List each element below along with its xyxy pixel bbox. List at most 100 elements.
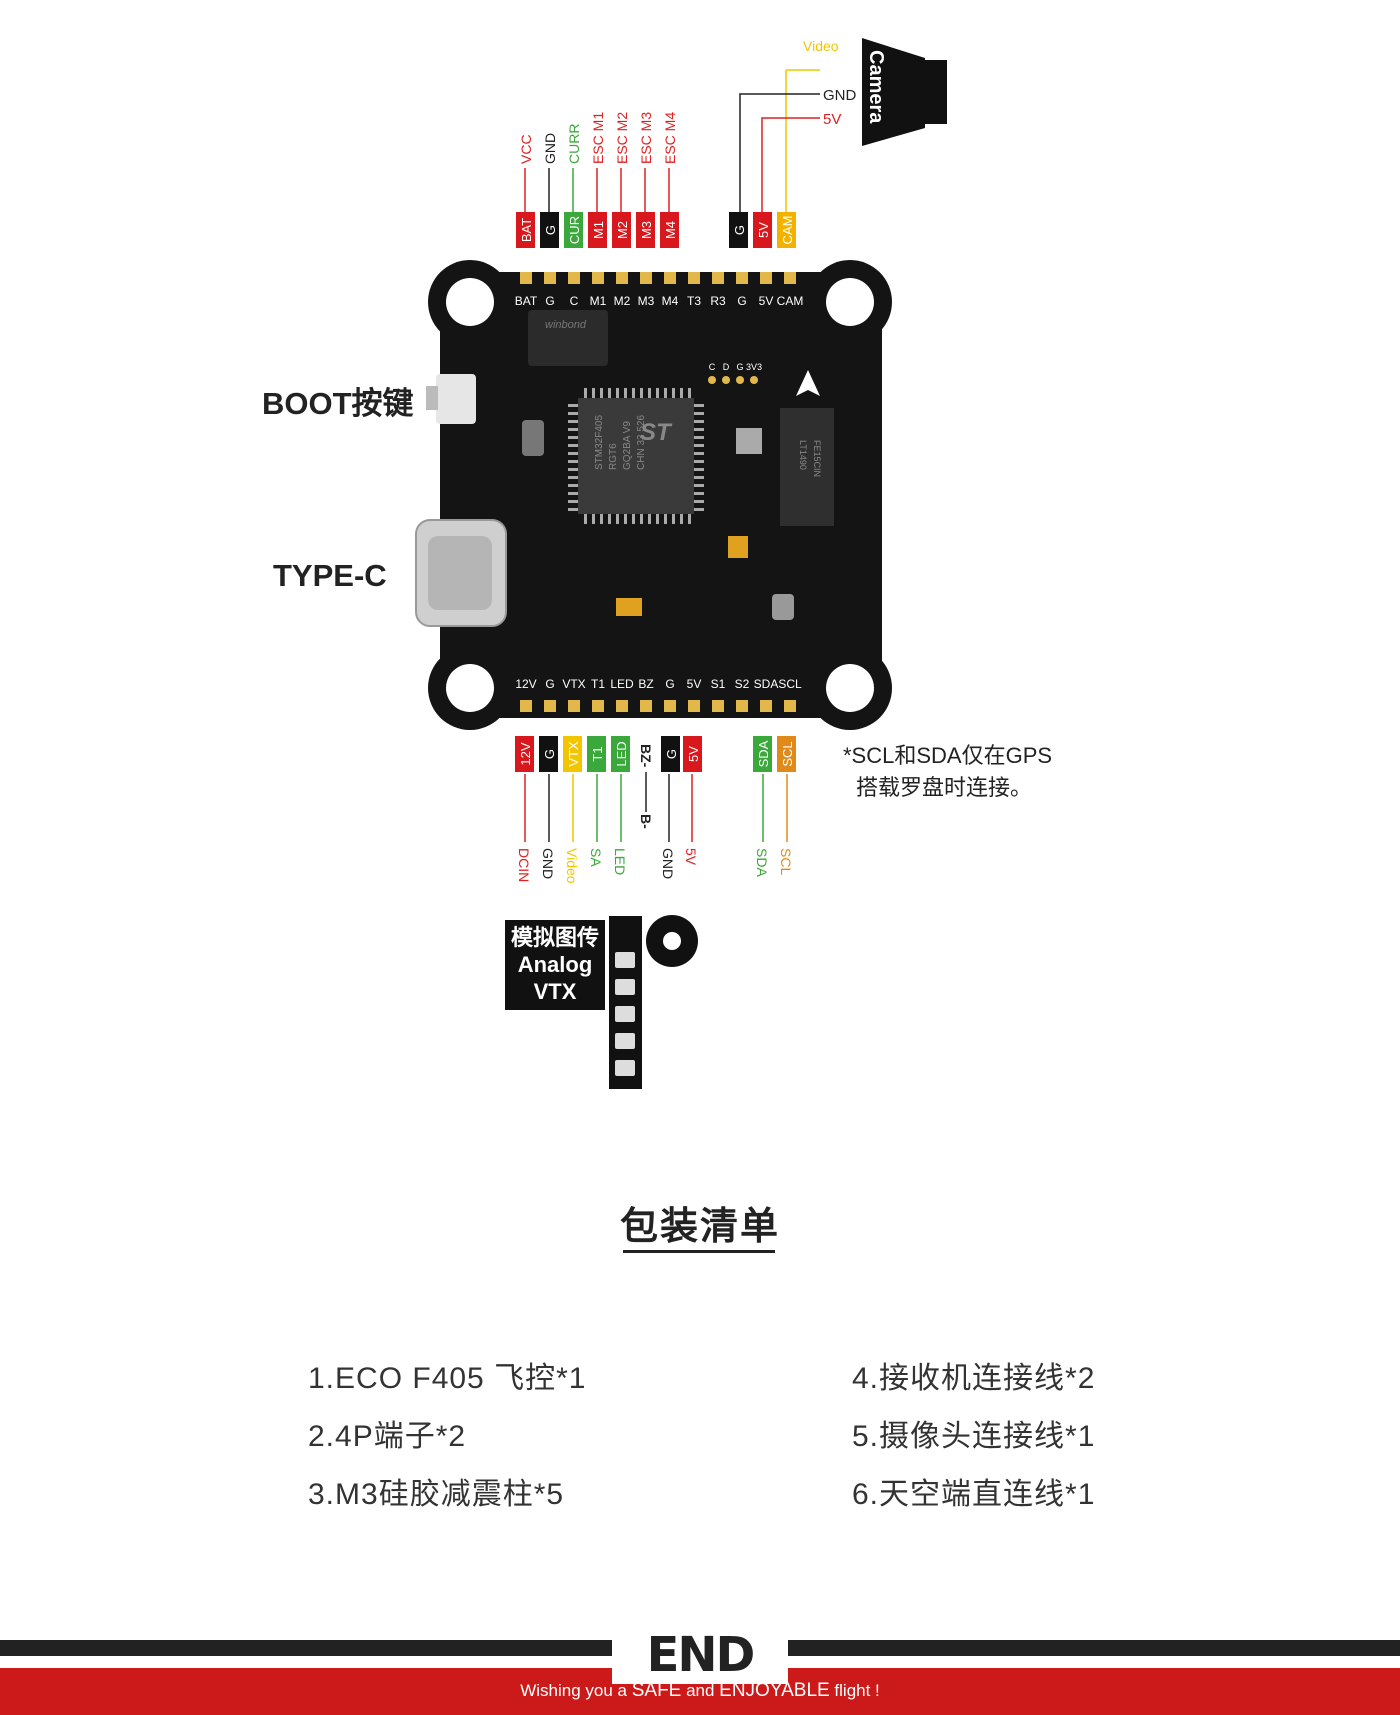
- top-wire-label: ESC M1: [590, 112, 606, 164]
- bottom-solder-pads: [520, 700, 796, 712]
- top-solder-pads: [520, 272, 796, 284]
- camera-label: Camera: [865, 50, 887, 124]
- flash-chip-label: winbond: [545, 319, 587, 331]
- solder-pad: [568, 700, 580, 712]
- bottom-connector-pin-label: 12V: [518, 742, 533, 765]
- solder-pad: [712, 700, 724, 712]
- slogan-part: flight !: [829, 1681, 880, 1700]
- solder-pad: [760, 272, 772, 284]
- pad-label: M2: [614, 294, 631, 308]
- top-connector-pin-box: [612, 212, 631, 248]
- slogan-part: Wishing you a: [520, 1681, 632, 1700]
- bottom-wire-label: DCIN: [516, 848, 532, 882]
- pad-label: G: [545, 677, 554, 691]
- pad-label: M4: [662, 294, 679, 308]
- pad-label: G: [737, 294, 746, 308]
- pad-label: CAM: [777, 294, 804, 308]
- gyro-chip: [780, 408, 834, 526]
- gps-compass-note: *SCL和SDA仅在GPS 搭载罗盘时连接。: [843, 740, 1052, 804]
- mcu-text-line: RGT6: [608, 443, 619, 470]
- side-pad: [750, 376, 758, 384]
- bottom-wire-label: SCL: [778, 848, 794, 875]
- solder-pad: [616, 272, 628, 284]
- bottom-wire-label: GND: [540, 848, 556, 879]
- camera-wire-label-gnd: GND: [823, 87, 857, 104]
- camera-wire-gnd: [739, 93, 820, 212]
- side-pad-label: 3V3: [746, 362, 762, 372]
- side-pad-label: G: [736, 362, 743, 372]
- title-underline: [623, 1250, 775, 1253]
- top-connector-pin-label: M4: [663, 221, 678, 239]
- buzzer-icon: [646, 915, 698, 967]
- crystal: [522, 420, 544, 456]
- gyro-text-line: LT1490: [798, 440, 808, 470]
- slogan-part: SAFE: [631, 1680, 682, 1701]
- mcu-pins: [568, 388, 704, 524]
- footer-slogan: Wishing you a SAFE and ENJOYABLE flight …: [0, 1680, 1400, 1702]
- logo-stripes-icon: [790, 1640, 830, 1656]
- camera-wire-label-video: Video: [803, 38, 839, 54]
- solder-pad: [592, 272, 604, 284]
- pad-label: T1: [591, 677, 605, 691]
- top-connector-pin-label: G: [732, 225, 747, 235]
- pad-label: 5V: [687, 677, 702, 691]
- flash-chip: [528, 310, 608, 366]
- solder-pad: [544, 700, 556, 712]
- packing-item: 3.M3硅胶减震柱*5: [308, 1478, 565, 1511]
- slogan-part: and: [681, 1681, 720, 1700]
- bottom-wire-label: Video: [564, 848, 580, 884]
- pad-label: M1: [590, 294, 607, 308]
- bottom-wire-label: LED: [612, 848, 628, 875]
- barometer-chip: [736, 428, 762, 454]
- pad-label: BZ: [638, 677, 653, 691]
- led-strip-icon: [609, 916, 642, 1089]
- camera-wire-label-5v: 5V: [823, 111, 841, 128]
- capacitor: [728, 536, 748, 558]
- bottom-connector-pin-box: [683, 736, 702, 772]
- solder-pad: [640, 700, 652, 712]
- bottom-connector-pin-label: LED: [614, 741, 629, 766]
- buzzer-label-bottom: B-: [638, 814, 654, 829]
- top-connector-pin-box: [777, 212, 796, 248]
- side-pad-label: D: [723, 362, 730, 372]
- solder-pad: [784, 272, 796, 284]
- solder-pad: [664, 272, 676, 284]
- solder-pad: [520, 272, 532, 284]
- top-wire-label: GND: [542, 133, 558, 164]
- top-connector-pin-box: [540, 212, 559, 248]
- top-wire-label: ESC M3: [638, 112, 654, 164]
- bottom-connector-pin-box: [515, 736, 534, 772]
- pad-label: M3: [638, 294, 655, 308]
- side-pad-label: C: [709, 362, 716, 372]
- top-wire-label: ESC M2: [614, 112, 630, 164]
- packing-item: 4.接收机连接线*2: [852, 1362, 1096, 1395]
- solder-pad: [592, 700, 604, 712]
- packing-list-title: 包装清单: [619, 1206, 780, 1248]
- boot-button[interactable]: [436, 374, 476, 424]
- pad-label: G: [545, 294, 554, 308]
- bottom-wire-label: 5V: [683, 848, 699, 866]
- top-connector-pin-box: [564, 212, 583, 248]
- top-connector-pin-box: [660, 212, 679, 248]
- bottom-connector-pin-label: SDA: [756, 740, 771, 767]
- analog-vtx-label: 模拟图传 Analog VTX: [505, 920, 605, 1010]
- bottom-connector-pin-box: [539, 736, 558, 772]
- packing-item: 5.摄像头连接线*1: [852, 1420, 1096, 1453]
- solder-pad: [544, 272, 556, 284]
- bottom-connector-pin-label: VTX: [566, 741, 581, 767]
- top-connector-pin-label: CUR: [567, 216, 582, 244]
- solder-pad: [568, 272, 580, 284]
- pad-label: T3: [687, 294, 701, 308]
- solder-pad: [640, 272, 652, 284]
- bottom-connector-pin-box: [611, 736, 630, 772]
- side-pad: [722, 376, 730, 384]
- end-logo-icon: [612, 1628, 788, 1684]
- packing-item: 2.4P端子*2: [308, 1420, 467, 1453]
- top-connector-pin-box: [516, 212, 535, 248]
